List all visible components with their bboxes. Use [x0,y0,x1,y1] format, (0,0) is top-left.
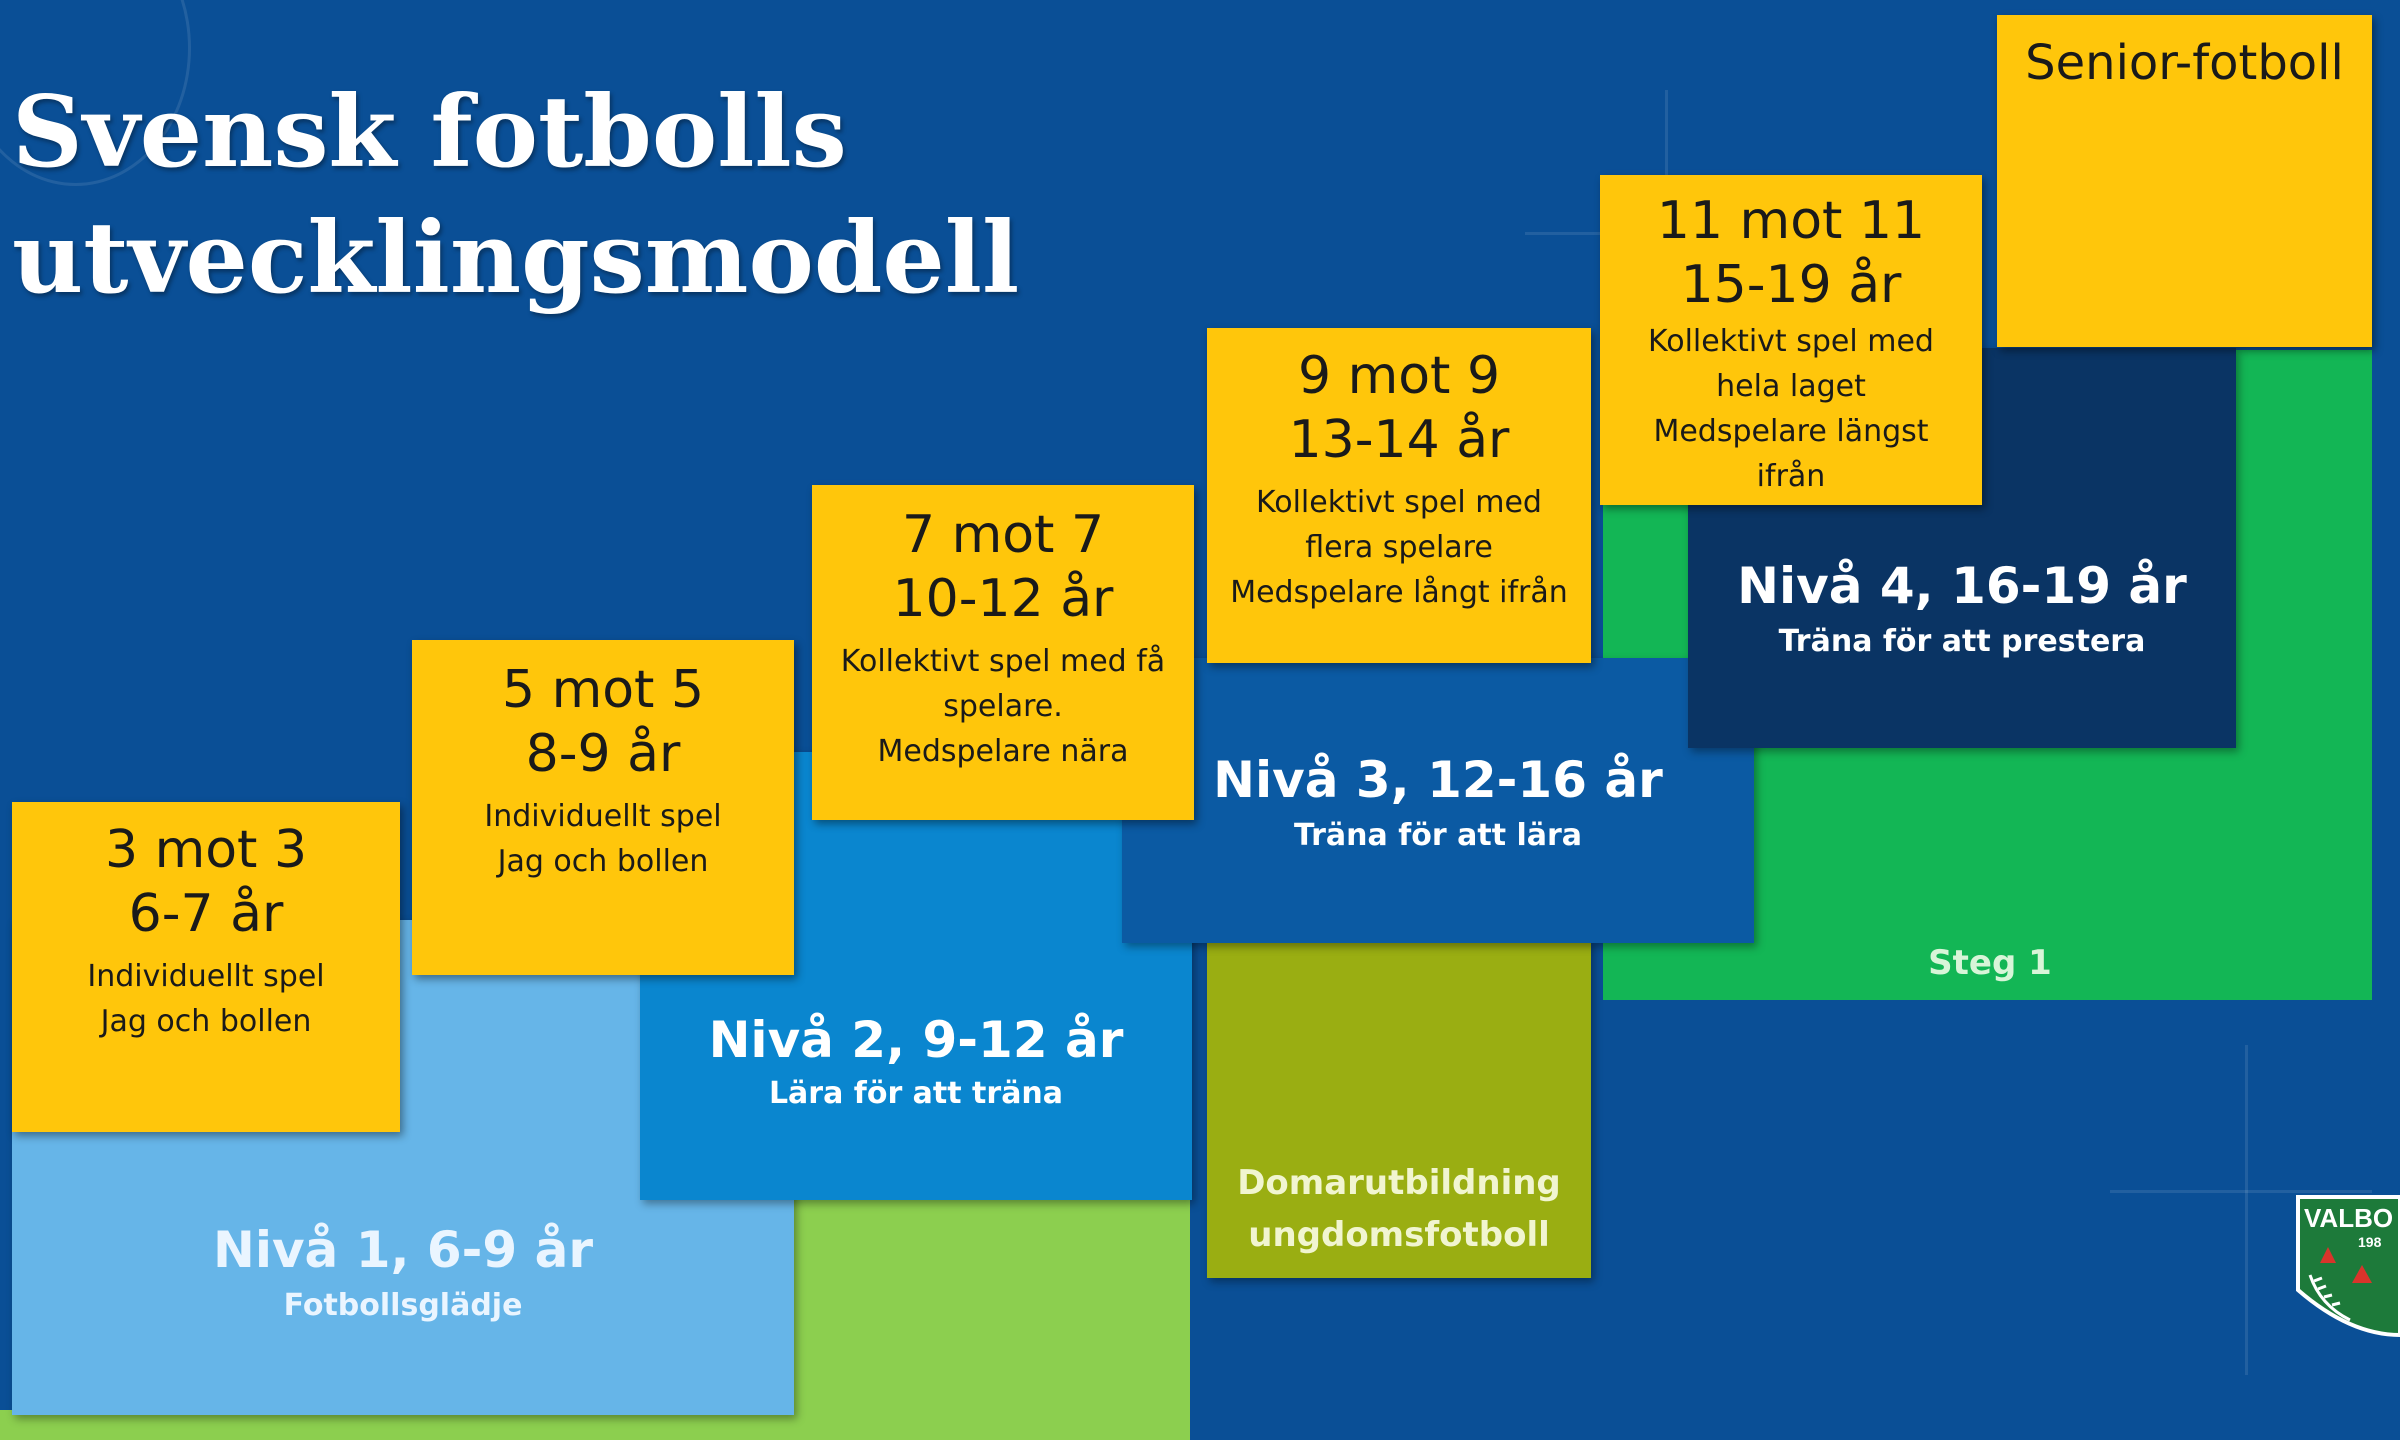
level-2-title: Nivå 2, 9-12 år [708,1011,1124,1069]
background-guide-line [2110,1190,2372,1193]
logo-text: VALBO [2304,1203,2393,1233]
stage-desc-line: Medspelare långt ifrån [1230,575,1568,610]
stage-desc-line: Kollektivt spel med [1648,324,1934,359]
stage-format: 9 mot 9 [1297,346,1501,406]
stage-age: 15-19 år [1680,255,1902,315]
domarutbildning-line-1: Domarutbildning [1237,1163,1561,1203]
green-base-level-1 [0,1410,790,1440]
page-title: Svensk fotbolls utvecklingsmodell [12,70,1019,322]
senior-label: Senior-fotboll [2025,35,2344,91]
steg-label: Steg 1 [1928,943,2052,983]
senior-card: Senior-fotboll [1997,15,2372,347]
stage-desc-line: ifrån [1756,459,1826,494]
domarutbildning-line-2: ungdomsfotboll [1248,1215,1550,1255]
stage-card-7v7: 7 mot 7 10-12 år Kollektivt spel med få … [812,485,1194,820]
level-3-subtitle: Träna för att lära [1293,818,1583,853]
level-1-subtitle: Fotbollsglädje [283,1288,523,1323]
stage-desc-line: Kollektivt spel med få [840,644,1166,679]
stage-format: 5 mot 5 [501,660,705,720]
stage-format: 11 mot 11 [1656,191,1926,251]
club-logo: VALBO 198 [2296,1195,2400,1338]
level-4-subtitle: Träna för att prestera [1778,624,2146,659]
level-3-title: Nivå 3, 12-16 år [1213,751,1663,809]
stage-age: 6-7 år [128,884,284,944]
stage-age: 13-14 år [1288,410,1510,470]
stage-card-3v3: 3 mot 3 6-7 år Individuellt spel Jag och… [12,802,400,1132]
stage-desc-line: Individuellt spel [484,799,722,834]
logo-year: 198 [2358,1234,2382,1250]
level-2-subtitle: Lära för att träna [768,1076,1064,1111]
green-base-level-2 [790,1200,1190,1440]
stage-desc-line: spelare. [943,689,1063,724]
stage-age: 8-9 år [525,724,681,784]
stage-desc-line: Jag och bollen [100,1004,312,1039]
background-guide-line [2245,1045,2248,1375]
stage-desc-line: Individuellt spel [87,959,325,994]
page-title-line-2: utvecklingsmodell [12,201,1020,316]
stage-card-5v5: 5 mot 5 8-9 år Individuellt spel Jag och… [412,640,794,975]
stage-age: 10-12 år [892,569,1114,629]
page-title-line-1: Svensk fotbolls [12,75,847,190]
level-3-block: Nivå 3, 12-16 år Träna för att lära [1122,658,1754,943]
level-4-title: Nivå 4, 16-19 år [1737,557,2187,615]
stage-card-9v9: 9 mot 9 13-14 år Kollektivt spel med fle… [1207,328,1591,663]
stage-format: 3 mot 3 [104,820,308,880]
domarutbildning-block: Domarutbildning ungdomsfotboll [1207,938,1591,1278]
stage-desc-line: hela laget [1716,369,1866,404]
stage-format: 7 mot 7 [901,505,1105,565]
stage-desc-line: Kollektivt spel med [1256,485,1542,520]
stage-desc-line: Medspelare nära [877,734,1129,769]
level-1-title: Nivå 1, 6-9 år [212,1221,594,1279]
stage-desc-line: Medspelare längst [1653,414,1929,449]
stage-desc-line: flera spelare [1305,530,1493,565]
stage-desc-line: Jag och bollen [497,844,709,879]
stage-card-11v11: 11 mot 11 15-19 år Kollektivt spel med h… [1600,175,1982,505]
